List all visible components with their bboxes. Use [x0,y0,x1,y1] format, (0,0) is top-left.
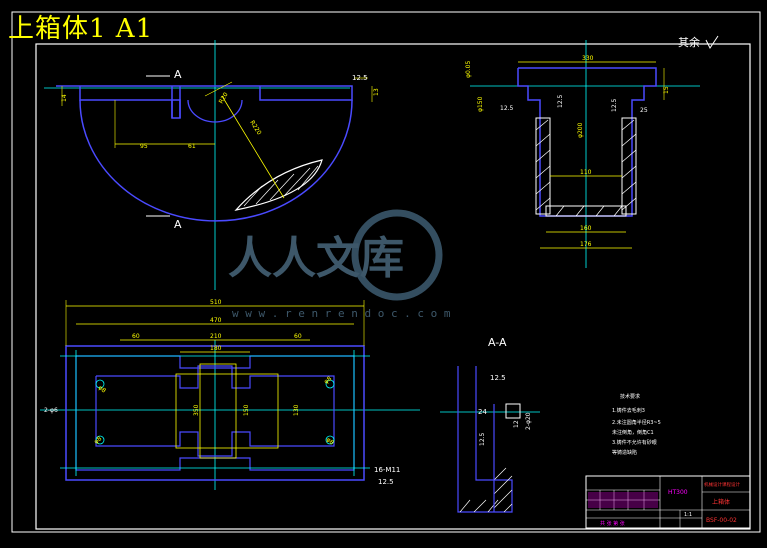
dim-plan-h3: 130 [293,404,300,416]
tech-note-3: 未注倒角，倒角C1 [612,429,654,436]
dim-side-phi-top: φ0.05 [465,61,472,79]
dim-plan-d4: 60 [294,333,302,340]
section-mark-top: A [174,68,182,81]
title-block: HT300 机械设计课程设计 上箱体 BSF-00-02 共 张 第 张 1:1 [585,475,751,529]
dim-side-top: 330 [582,55,594,62]
tech-notes-heading: 技术要求 [620,393,640,400]
section-mark-bottom: A [174,218,182,231]
tech-notes: 技术要求 1.铸件去毛刺3 2.未注圆角半径R3~5 未注倒角，倒角C1 3.铸… [612,393,661,456]
rough-section-top: 12.5 [490,374,506,382]
dim-plan-dia1: φ8 [97,384,108,394]
dim-plan-d1: 470 [210,317,222,324]
dim-front-r-large: R220 [248,119,262,136]
dim-side-inner: 110 [580,169,592,176]
tech-note-1: 1.铸件去毛刺3 [612,407,645,414]
side-view: 330 15 φ0.05 φ150 φ200 12.5 12.5 12.5 11… [465,35,719,268]
sheet-border-inner [35,43,751,530]
rough-side-a: 12.5 [500,105,514,112]
dim-plan-dia3: φ8 [93,435,104,445]
dim-front-r-small: R20 [218,91,230,105]
watermark-logo-icon [351,209,443,301]
dim-side-h-top: 15 [663,86,670,94]
dim-front-left: 95 [140,143,148,150]
dim-front-right: 61 [188,143,196,150]
dim-plan-d5: 180 [210,345,222,352]
dim-side-bottom-inner: 160 [580,225,592,232]
plan-bottom-note: 16-M11 [374,466,400,474]
dim-side-bottom: 176 [580,241,592,248]
tech-note-5: 等铸造缺陷 [612,449,637,456]
watermark: 人人文库 w w w . r e n r e n d o c . c o m [228,209,451,320]
dim-plan-h1: 350 [193,404,200,416]
tb-part-name: 上箱体 [712,498,730,506]
dim-plan-dia4: φ8 [325,436,336,446]
front-hatch-region [234,159,323,211]
rough-plan: 12.5 [378,478,394,486]
dim-plan-dia2: φ8 [323,375,334,385]
dim-side-h: 25 [640,107,648,114]
dim-plan-h2: 150 [243,404,250,416]
tb-material: HT300 [668,489,688,496]
dim-side-phi1: φ150 [477,96,484,112]
roughness-note: 其余 [678,35,700,49]
dim-plan-d2: 60 [132,333,140,340]
tb-school: 机械设计课程设计 [704,481,740,488]
roughness-check-icon [705,35,719,49]
rough-front: 12.5 [352,74,368,82]
front-arc [79,99,353,222]
tb-sheet: 1:1 [684,512,692,518]
dim-plan-total: 510 [210,299,222,306]
tb-drawing-no: BSF-00-02 [706,517,737,524]
rough-side-b: 12.5 [557,94,564,108]
dim-section-24: 24 [478,408,487,416]
dim-side-phi-bore: φ200 [577,122,584,138]
tb-scale-label: 共 张 第 张 [600,520,625,527]
plan-left-mark: 2-φ6 [44,407,58,414]
rough-section-side: 12.5 [479,432,486,446]
tech-note-2: 2.未注圆角半径R3~5 [612,419,661,426]
rough-side-c: 12.5 [611,98,618,112]
sheet-border-outer [11,11,761,533]
watermark-url: w w w . r e n r e n d o c . c o m [232,307,451,320]
dim-front-h-left: 14 [61,94,68,102]
section-view: A-A 12.5 24 12.5 12 2-φ20 [440,336,540,513]
drawing-title: 上箱体1 A1 [8,14,154,44]
dim-front-h-right: 13 [373,88,380,96]
tech-note-4: 3.铸件不允许有砂眼 [612,439,657,446]
dim-section-12: 12 [513,420,520,428]
watermark-brand: 人人文库 [228,233,404,284]
section-view-label: A-A [488,336,507,349]
dim-section-phi: 2-φ20 [525,412,532,430]
plan-view: 510 470 60 210 60 180 2-φ6 350 150 130 φ… [40,299,420,490]
dim-plan-d3: 210 [210,333,222,340]
